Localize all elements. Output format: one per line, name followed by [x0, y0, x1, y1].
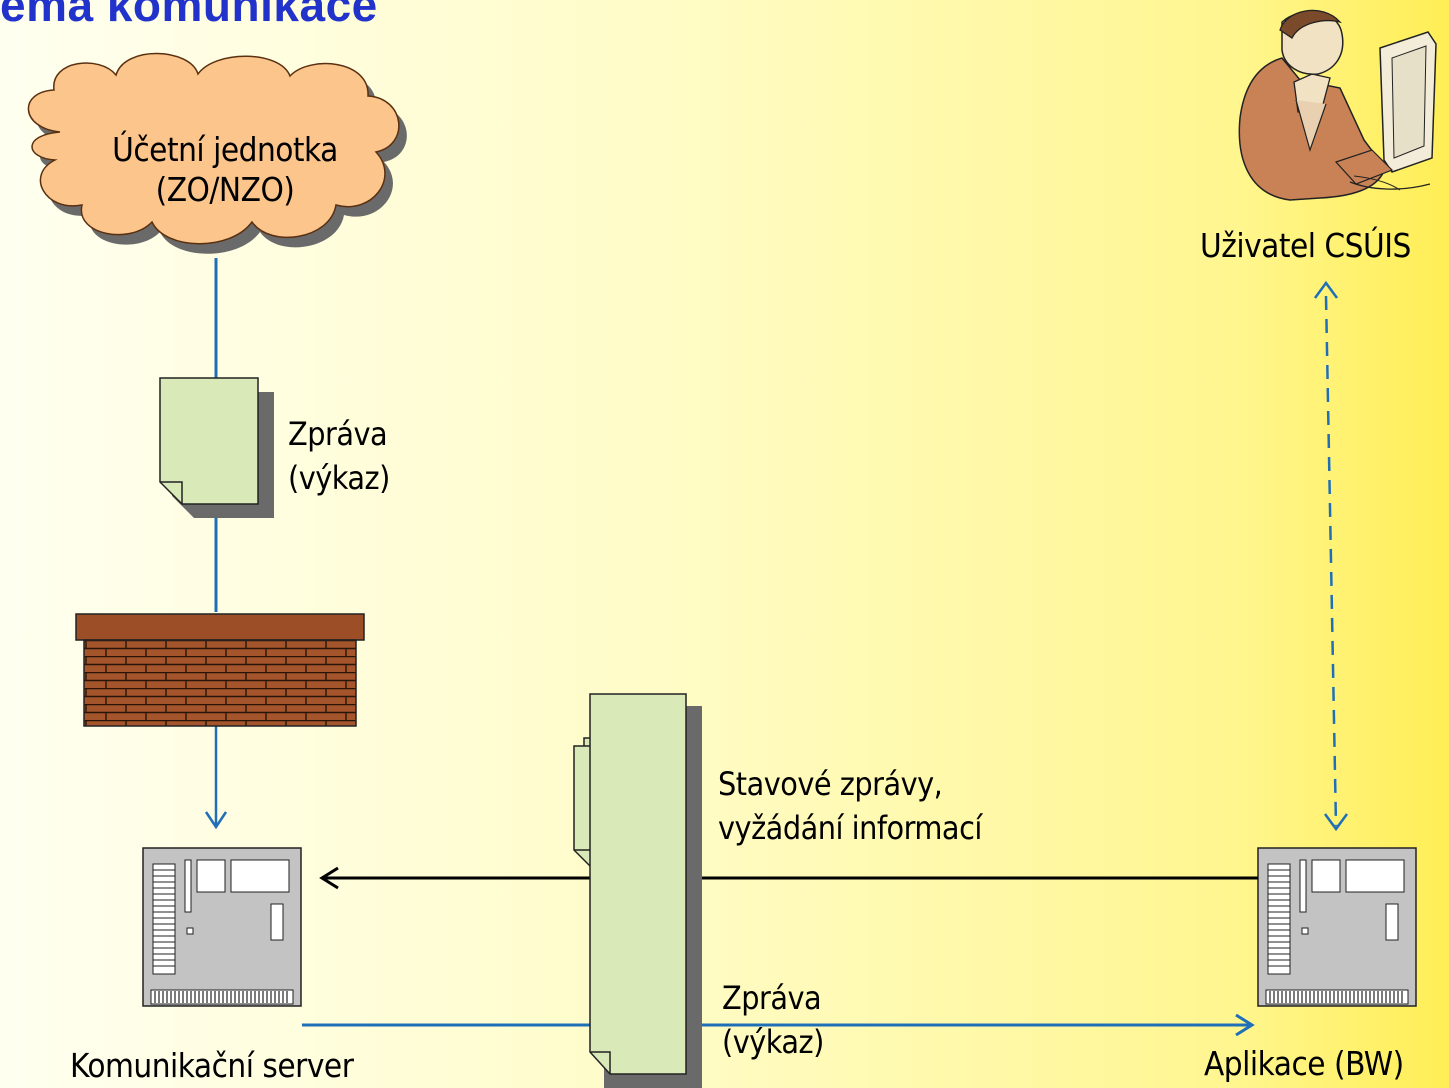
top-message-label: Zpráva (výkaz) [288, 412, 390, 500]
arrowhead-up-icon [1313, 280, 1339, 299]
accounting-unit-cloud [27, 52, 407, 254]
arrowhead-down-icon [204, 811, 228, 830]
communication-server-label: Komunikační server [70, 1046, 354, 1085]
connector-app-user [1324, 295, 1338, 827]
status-messages-title: Stavové zprávy, [718, 765, 943, 803]
bottom-message-title: Zpráva [722, 979, 822, 1017]
accounting-unit-label: Účetní jednotka (ZO/NZO) [70, 130, 380, 210]
status-messages-label: Stavové zprávy, vyžádání informací [718, 762, 982, 850]
page-title: ema komunikace [0, 0, 378, 31]
top-message-title: Zpráva [288, 415, 388, 453]
arrowhead-right-icon [1235, 1013, 1255, 1037]
arrowhead-down-icon [1323, 813, 1349, 832]
communication-server-icon [142, 847, 302, 1007]
csuis-user-label: Uživatel CSÚIS [1200, 226, 1411, 265]
firewall-icon [75, 613, 365, 727]
status-messages-subtitle: vyžádání informací [718, 809, 982, 847]
accounting-unit-type: (ZO/NZO) [155, 170, 295, 209]
application-label: Aplikace (BW) [1204, 1044, 1404, 1083]
top-message-subtitle: (výkaz) [288, 459, 390, 497]
user-at-computer-icon [1238, 9, 1437, 201]
application-server-icon [1257, 847, 1417, 1007]
document-icon [159, 377, 274, 518]
document-icon [589, 693, 702, 1088]
arrowhead-left-icon [319, 866, 339, 890]
bottom-message-label: Zpráva (výkaz) [722, 976, 824, 1064]
bottom-message-subtitle: (výkaz) [722, 1023, 824, 1061]
accounting-unit-name: Účetní jednotka [112, 130, 338, 169]
